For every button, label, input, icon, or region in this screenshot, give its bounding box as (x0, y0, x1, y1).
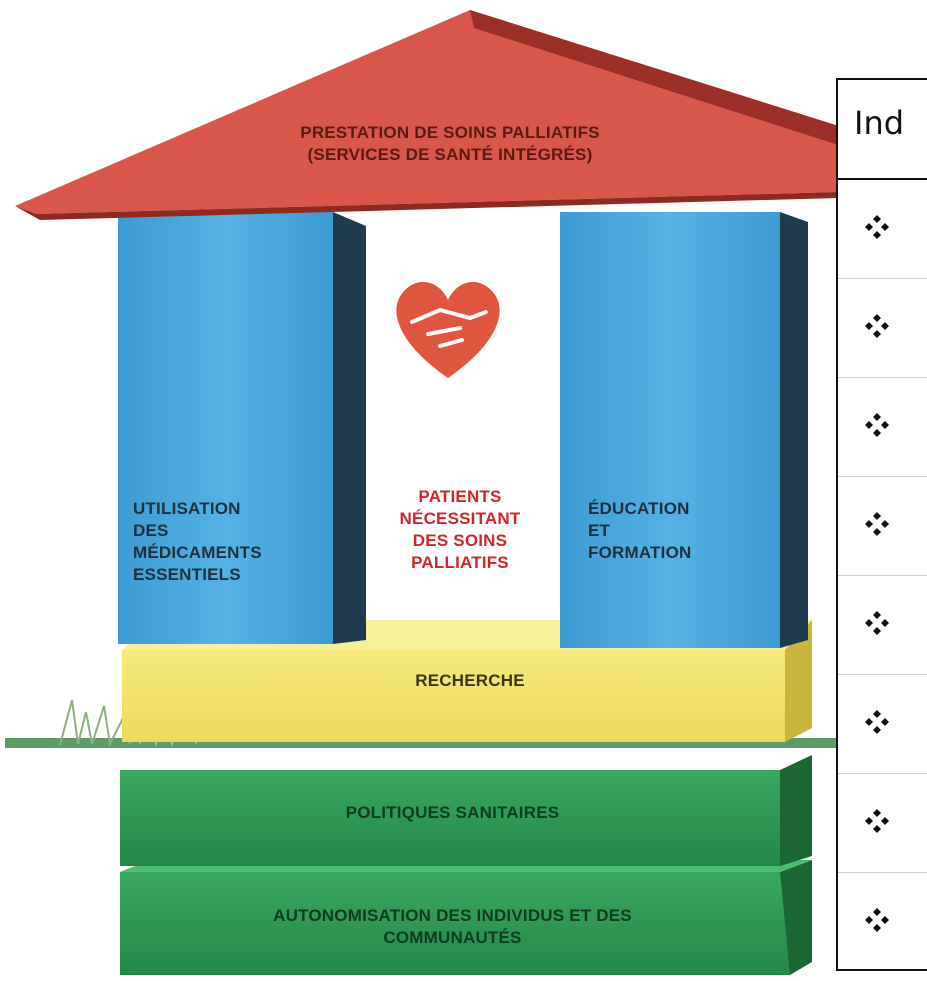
diamond-bullet-icon (865, 413, 889, 437)
diamond-bullet-icon (865, 512, 889, 536)
diamond-bullet-icon (865, 611, 889, 635)
right-pillar-line: FORMATION (588, 543, 692, 562)
left-pillar-line: UTILISATION (133, 499, 241, 518)
table-row (838, 774, 927, 873)
right-pillar-label: ÉDUCATION ET FORMATION (588, 498, 758, 564)
table-row (838, 279, 927, 378)
autonomy-label: AUTONOMISATION DES INDIVIDUS ET DES COMM… (125, 905, 780, 949)
heart-handshake-icon (396, 281, 500, 378)
policy-label: POLITIQUES SANITAIRES (345, 803, 560, 822)
left-pillar-label: UTILISATION DES MÉDICAMENTS ESSENTIELS (133, 498, 323, 586)
left-pillar-line: MÉDICAMENTS (133, 543, 262, 562)
left-pillar-line: ESSENTIELS (133, 565, 241, 584)
center-line: NÉCESSITANT (399, 509, 521, 528)
left-pillar (118, 212, 366, 644)
center-label: PATIENTS NÉCESSITANT DES SOINS PALLIATIF… (360, 486, 560, 574)
research-label: RECHERCHE (415, 671, 525, 690)
table-row (838, 675, 927, 774)
autonomy-line: COMMUNAUTÉS (383, 928, 522, 947)
center-line: DES SOINS (412, 531, 508, 550)
table-title: Ind (854, 104, 905, 142)
diamond-bullet-icon (865, 314, 889, 338)
diamond-bullet-icon (865, 809, 889, 833)
autonomy-line: AUTONOMISATION DES INDIVIDUS ET DES (273, 906, 632, 925)
roof-title-line: PRESTATION DE SOINS PALLIATIFS (300, 123, 600, 142)
center-line: PALLIATIFS (411, 553, 509, 572)
table-row (838, 378, 927, 477)
policy-block (120, 755, 812, 866)
table-header: Ind (838, 80, 927, 180)
table-row (838, 180, 927, 279)
table-row (838, 873, 927, 972)
indicator-table: Ind (836, 78, 927, 971)
center-line: PATIENTS (418, 487, 502, 506)
diamond-bullet-icon (865, 710, 889, 734)
right-pillar-line: ET (588, 521, 611, 540)
roof (15, 10, 915, 220)
right-pillar (560, 212, 808, 648)
right-pillar-line: ÉDUCATION (588, 499, 690, 518)
table-row (838, 576, 927, 675)
diamond-bullet-icon (865, 908, 889, 932)
left-pillar-line: DES (133, 521, 169, 540)
roof-subtitle-line: (SERVICES DE SANTÉ INTÉGRÉS) (307, 145, 593, 164)
table-row (838, 477, 927, 576)
roof-title: PRESTATION DE SOINS PALLIATIFS (SERVICES… (190, 122, 710, 166)
diamond-bullet-icon (865, 215, 889, 239)
